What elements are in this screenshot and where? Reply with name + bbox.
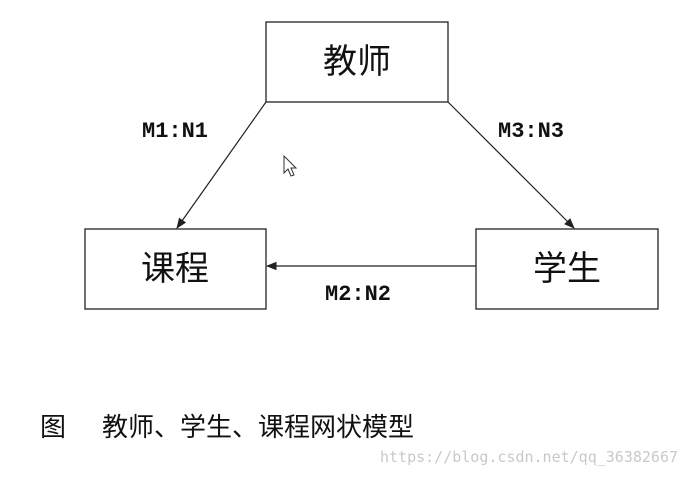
edge-teacher-course: [176, 101, 267, 229]
node-teacher-label: 教师: [323, 42, 391, 82]
mouse-pointer-icon: [283, 154, 298, 177]
node-teacher-box: [265, 21, 449, 103]
node-course-box: [84, 228, 267, 310]
node-student-label: 学生: [533, 249, 601, 289]
node-student: 学生: [475, 228, 659, 310]
node-teacher: 教师: [265, 21, 449, 103]
node-course: 课程: [84, 228, 267, 310]
node-course-label: 课程: [141, 249, 209, 289]
edge-student-course-label: M2:N2: [325, 282, 391, 307]
watermark: https://blog.csdn.net/qq_36382667: [380, 448, 678, 466]
edge-teacher-course-label: M1:N1: [142, 119, 208, 144]
edge-teacher-student: [447, 101, 575, 229]
caption-label: 图: [40, 413, 66, 443]
caption-text: 教师、学生、课程网状模型: [102, 413, 414, 443]
edge-teacher-student-label: M3:N3: [498, 119, 564, 144]
node-student-box: [475, 228, 659, 310]
